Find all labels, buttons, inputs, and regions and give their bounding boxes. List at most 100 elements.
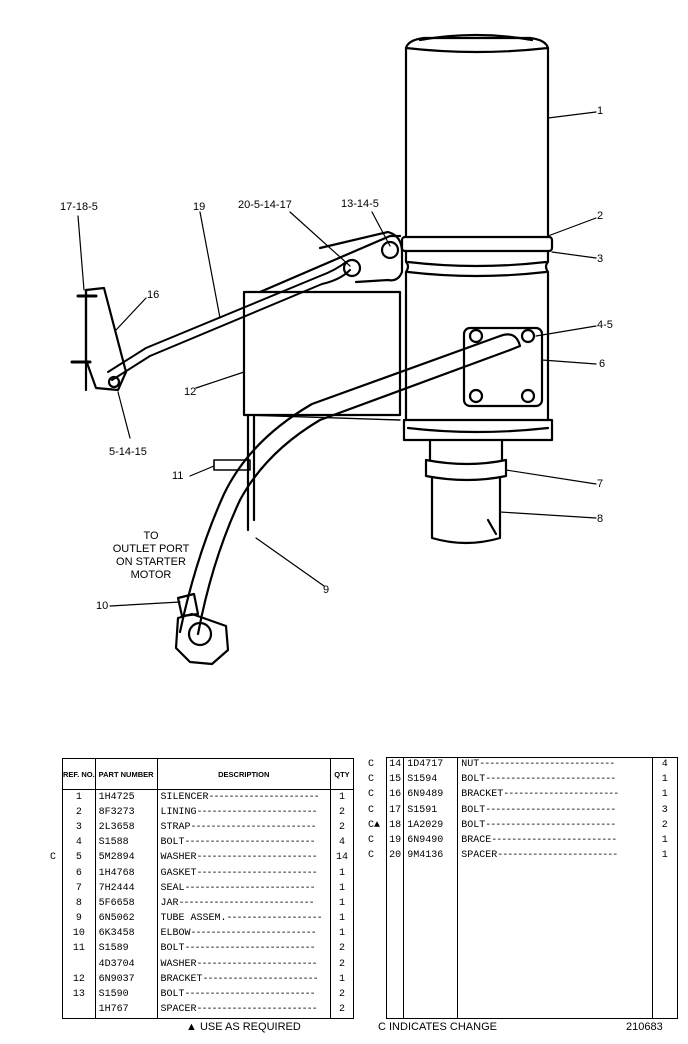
ref-cell: 3 xyxy=(62,820,96,836)
description-text: LINING xyxy=(160,806,197,818)
ref-cell: 2 xyxy=(62,805,96,821)
description-text: WASHER xyxy=(160,852,197,864)
leader-dots: --------------------------- xyxy=(178,897,315,909)
qty-cell: 1 xyxy=(338,913,345,925)
qty-cell: 1 xyxy=(338,867,345,879)
ref-cell: 9 xyxy=(62,911,96,927)
part-number-cell: 1H4768 xyxy=(95,865,158,882)
part-number-cell: 9M4136 xyxy=(403,849,459,865)
ref-cell: 7 xyxy=(62,881,96,897)
callout-11: 11 xyxy=(172,470,184,482)
description-text: NUT xyxy=(461,759,480,770)
leader-dots: ----------------------- xyxy=(202,973,319,985)
part-number-cell: S1588 xyxy=(95,835,158,851)
description-cell: JAR--------------------------- xyxy=(157,896,331,912)
flange xyxy=(462,326,544,408)
part-number-cell: 8F3273 xyxy=(95,805,158,821)
ref-cell: 19 xyxy=(386,833,405,850)
description-cell: SPACER------------------------ xyxy=(157,1002,331,1019)
bolt-11 xyxy=(213,459,251,471)
note-line: ON STARTER xyxy=(116,556,186,568)
description-text: SEAL xyxy=(160,882,185,894)
exploded-parts-diagram xyxy=(70,33,597,666)
qty-cell: 1 xyxy=(338,928,345,940)
note-line: MOTOR xyxy=(130,569,172,581)
qty-cell: 4 xyxy=(661,759,668,770)
change-marker: C xyxy=(368,789,375,801)
change-marker: C xyxy=(368,774,375,786)
plate-number: 210683 xyxy=(626,1021,663,1033)
description-text: SPACER xyxy=(160,1004,197,1016)
change-marker: C xyxy=(368,834,375,846)
part-number-cell: 6N9490 xyxy=(403,833,459,850)
description-text: SPACER xyxy=(461,850,498,862)
ref-cell: 16 xyxy=(386,788,405,804)
part-number-cell: 7H2444 xyxy=(95,881,158,897)
description-cell: BOLT-------------------------- xyxy=(457,773,653,789)
callout-1: 1 xyxy=(597,105,604,117)
qty-cell: 1 xyxy=(338,882,345,894)
description-cell: BRACKET----------------------- xyxy=(457,788,653,804)
leader-dots: ------------------------- xyxy=(190,821,317,833)
description-text: BRACKET xyxy=(461,789,504,801)
leader-dots: -------------------------- xyxy=(485,774,616,786)
part-number-cell: 6N5062 xyxy=(95,911,158,927)
part-number-cell: 5M2894 xyxy=(95,850,158,866)
filler-cell xyxy=(457,864,653,1019)
description-text: BOLT xyxy=(461,804,486,816)
part-number-cell: S1591 xyxy=(403,803,459,819)
ref-cell: 11 xyxy=(62,941,96,958)
callout-17-18-5: 17-18-5 xyxy=(60,201,98,213)
part-number-cell: S1590 xyxy=(95,987,158,1003)
outlet-port-note: TO OUTLET PORT ON STARTER MOTOR xyxy=(96,530,206,582)
note-line: TO xyxy=(143,530,159,542)
part-number-cell: 1A2029 xyxy=(403,818,459,834)
callout-19: 19 xyxy=(193,201,206,213)
bracket-plate xyxy=(242,290,402,417)
note-line: OUTLET PORT xyxy=(112,543,190,555)
description-cell: TUBE ASSEM.------------------- xyxy=(157,911,331,927)
use-as-required-note: ▲ USE AS REQUIRED xyxy=(186,1021,301,1033)
leader-dots: ---------------------- xyxy=(208,791,320,803)
qty-cell: 2 xyxy=(661,819,668,831)
part-number-cell: 6N9037 xyxy=(95,972,158,988)
description-text: BOLT xyxy=(461,774,486,786)
description-text: JAR xyxy=(160,897,179,909)
qty-cell: 2 xyxy=(338,821,345,833)
description-cell: BOLT-------------------------- xyxy=(457,818,653,834)
ref-cell: 10 xyxy=(62,926,96,942)
leader-dots: ----------------------- xyxy=(503,789,619,801)
callout-7: 7 xyxy=(597,478,604,490)
description-cell: WASHER------------------------ xyxy=(157,957,331,973)
description-cell: SILENCER---------------------- xyxy=(157,789,331,806)
leader-dots: -------------------------- xyxy=(184,989,316,1001)
description-cell: BOLT-------------------------- xyxy=(457,803,653,819)
qty-cell: 2 xyxy=(338,958,345,970)
description-text: BRACE xyxy=(461,834,492,846)
ref-cell: 12 xyxy=(62,972,96,988)
leader-dots: ------------------------ xyxy=(196,852,318,864)
part-number-cell: 4D3704 xyxy=(95,957,158,973)
qty-cell: 1 xyxy=(661,850,668,862)
part-number-cell: 1H4725 xyxy=(95,789,158,806)
description-cell: BOLT-------------------------- xyxy=(157,835,331,851)
leader-dots: --------------------------- xyxy=(479,759,615,770)
filler-cell xyxy=(652,864,677,1018)
leader-dots: ------------------------ xyxy=(196,867,318,879)
qty-cell: 1 xyxy=(338,897,345,909)
ref-cell xyxy=(62,1002,96,1019)
filler-cell xyxy=(403,864,459,1019)
description-cell: SPACER------------------------ xyxy=(457,849,653,865)
